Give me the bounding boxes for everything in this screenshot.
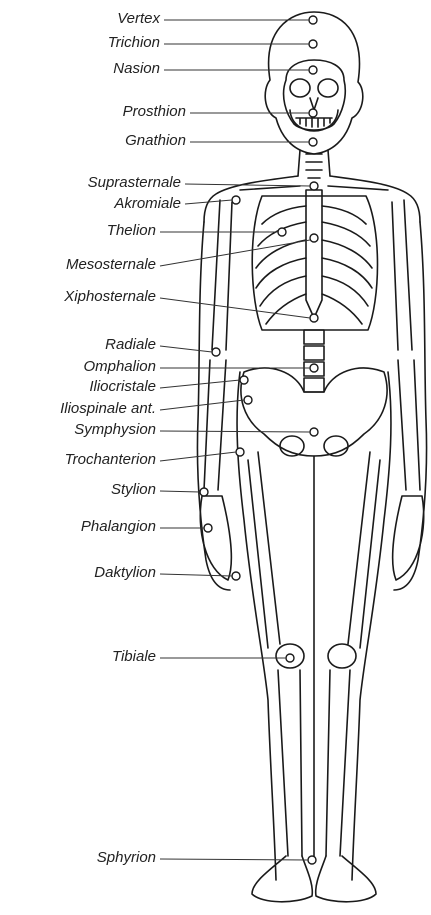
label-mesosternale: Mesosternale (66, 257, 156, 273)
dot-vertex (309, 16, 317, 24)
label-tibiale: Tibiale (112, 649, 156, 665)
left-tibia (278, 670, 302, 856)
left-forearm (204, 360, 226, 490)
left-femur (248, 452, 280, 648)
dot-sphyrion (308, 856, 316, 864)
label-iliospinale: Iliospinale ant. (60, 401, 156, 417)
dot-daktylion (232, 572, 240, 580)
dot-suprasternale (310, 182, 318, 190)
label-iliocristale: Iliocristale (89, 379, 156, 395)
right-forearm (398, 360, 420, 490)
label-akromiale: Akromiale (114, 196, 181, 212)
dot-stylion (200, 488, 208, 496)
dot-trochanterion (236, 448, 244, 456)
dot-prosthion (309, 109, 317, 117)
left-foot (252, 856, 312, 902)
dot-tibiale (286, 654, 294, 662)
lumbar-spine (304, 330, 324, 392)
dot-phalangion (204, 524, 212, 532)
right-eye-socket (318, 79, 338, 97)
label-nasion: Nasion (113, 61, 160, 77)
dot-thelion (278, 228, 286, 236)
label-gnathion: Gnathion (125, 133, 186, 149)
pelvis (241, 368, 387, 456)
dot-iliocristale (240, 376, 248, 384)
label-sphyrion: Sphyrion (97, 850, 156, 866)
leader-stylion (160, 491, 200, 492)
dot-mesosternale (310, 234, 318, 242)
leader-radiale (160, 346, 212, 352)
dot-iliospinale (244, 396, 252, 404)
body-outline-left (197, 222, 276, 880)
body-outline-right (352, 222, 427, 880)
label-vertex: Vertex (117, 11, 160, 27)
shoulder-line-right (330, 176, 420, 222)
teeth (296, 118, 332, 127)
leader-iliospinale (160, 400, 244, 410)
label-stylion: Stylion (111, 482, 156, 498)
right-foot (316, 856, 376, 902)
label-radiale: Radiale (105, 337, 156, 353)
sternum (306, 190, 322, 318)
leader-symphysion (160, 431, 310, 432)
leader-xiphosternale (160, 298, 310, 318)
leader-mesosternale (160, 240, 310, 266)
label-phalangion: Phalangion (81, 519, 156, 535)
label-xiphosternale: Xiphosternale (64, 289, 156, 305)
dot-akromiale (232, 196, 240, 204)
right-tibia (326, 670, 350, 856)
label-trichion: Trichion (108, 35, 160, 51)
label-prosthion: Prosthion (123, 104, 186, 120)
right-femur (348, 452, 380, 648)
right-humerus (392, 200, 412, 350)
label-thelion: Thelion (107, 223, 156, 239)
leader-sphyrion (160, 859, 308, 860)
dot-xiphosternale (310, 314, 318, 322)
label-daktylion: Daktylion (94, 565, 156, 581)
label-trochanterion: Trochanterion (65, 452, 156, 468)
label-suprasternale: Suprasternale (88, 175, 181, 191)
dot-radiale (212, 348, 220, 356)
left-hand (200, 496, 231, 580)
dot-omphalion (310, 364, 318, 372)
right-knee (328, 644, 356, 668)
left-humerus (212, 200, 232, 350)
right-hand (393, 496, 424, 580)
leader-iliocristale (160, 380, 240, 388)
label-omphalion: Omphalion (83, 359, 156, 375)
head-outline (265, 12, 363, 154)
dot-symphysion (310, 428, 318, 436)
left-eye-socket (290, 79, 310, 97)
nose-cavity (310, 98, 318, 110)
label-symphysion: Symphysion (74, 422, 156, 438)
cervical-spine (306, 154, 322, 178)
dot-gnathion (309, 138, 317, 146)
dot-nasion (309, 66, 317, 74)
dot-trichion (309, 40, 317, 48)
shoulder-line (204, 176, 298, 222)
ribs (256, 206, 372, 324)
